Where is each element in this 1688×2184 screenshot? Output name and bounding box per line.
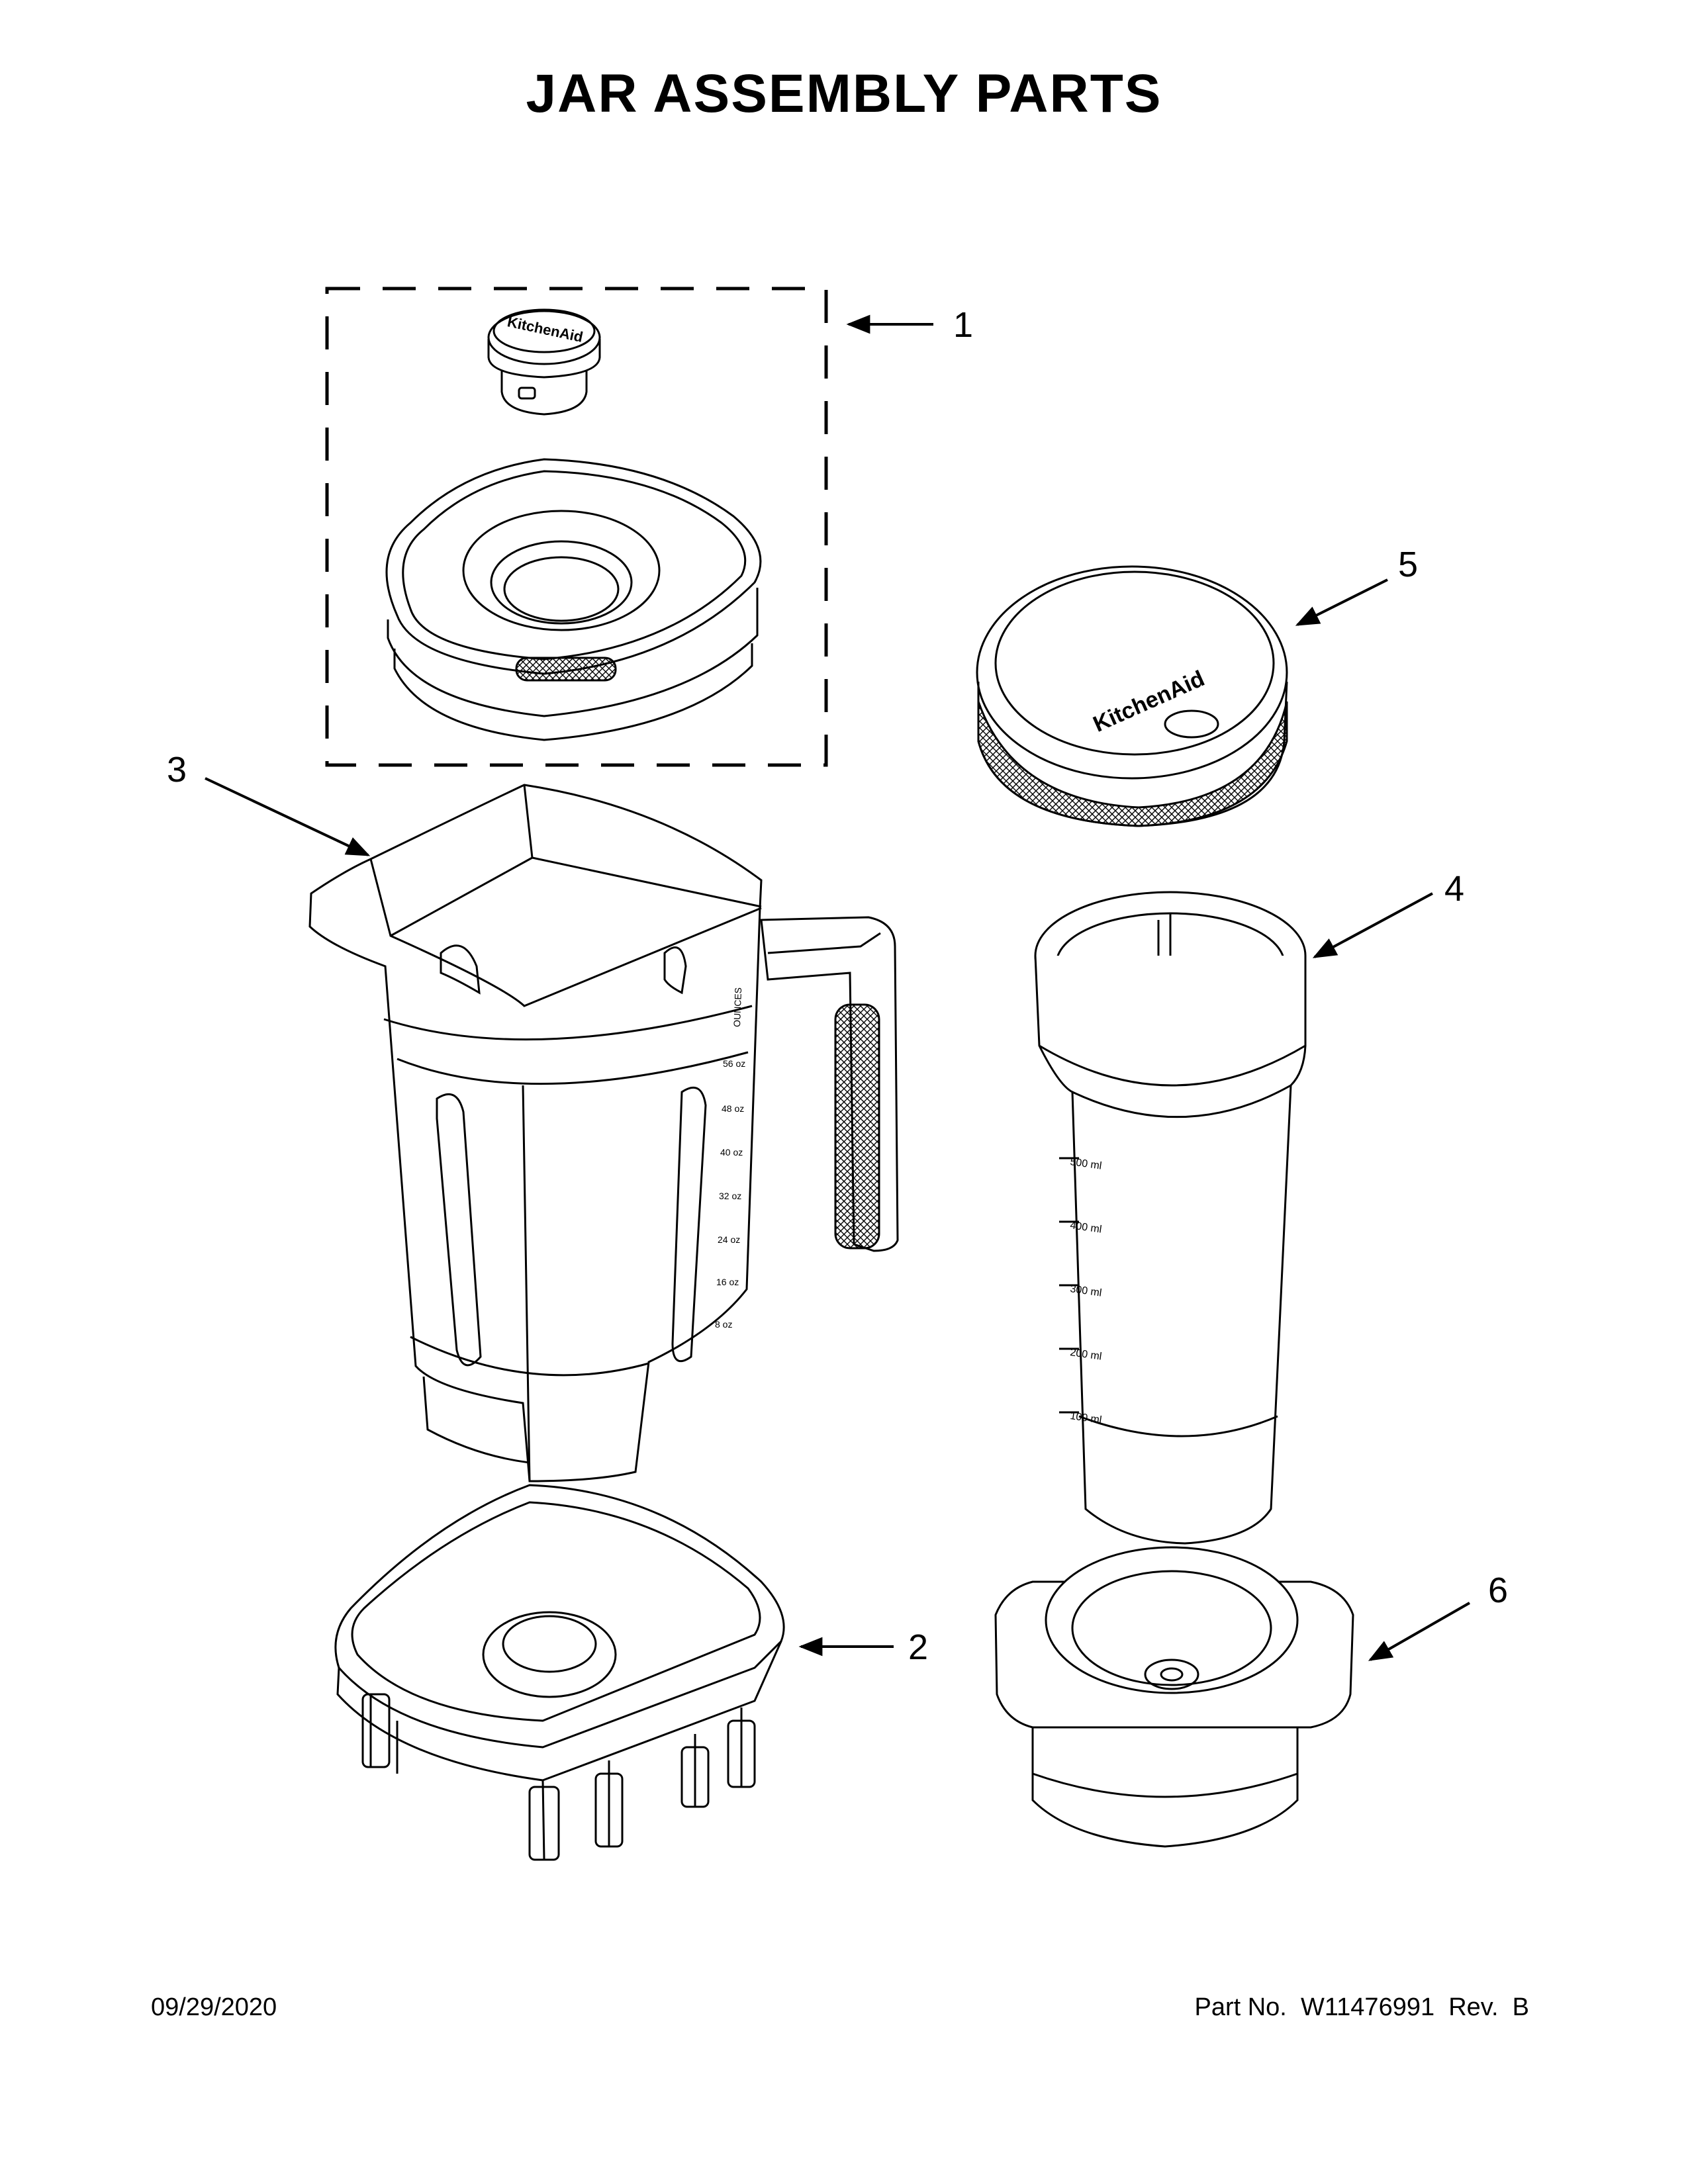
personal-cup-lid: KitchenAid xyxy=(976,565,1288,827)
leader-3 xyxy=(205,777,371,856)
svg-text:48 oz: 48 oz xyxy=(722,1103,744,1114)
leader-5 xyxy=(1295,578,1388,626)
jar-base xyxy=(334,1484,785,1861)
callout-5: 5 xyxy=(1398,545,1419,584)
svg-text:40 oz: 40 oz xyxy=(720,1147,743,1158)
lid xyxy=(385,458,762,741)
cup-markings: 500 ml 400 ml 300 ml 200 ml 100 ml xyxy=(1069,1156,1102,1426)
callout-6: 6 xyxy=(1488,1570,1509,1610)
callout-4: 4 xyxy=(1444,869,1465,909)
svg-text:400 ml: 400 ml xyxy=(1069,1220,1102,1236)
personal-cup-base xyxy=(994,1546,1354,1848)
footer-part-number: Part No. W11476991 Rev. B xyxy=(1194,1993,1529,2021)
footer-date: 09/29/2020 xyxy=(151,1993,277,2021)
callout-leaders xyxy=(205,314,1470,1661)
svg-text:16 oz: 16 oz xyxy=(716,1277,739,1287)
blender-jar: OUNCES 56 oz 48 oz 40 oz 32 oz 24 oz 16 … xyxy=(308,784,899,1482)
svg-text:500 ml: 500 ml xyxy=(1069,1156,1102,1172)
svg-text:24 oz: 24 oz xyxy=(718,1234,740,1245)
lid-grip xyxy=(515,657,617,682)
jar-handle-grip xyxy=(834,1003,880,1250)
callout-1: 1 xyxy=(953,305,974,345)
svg-text:56 oz: 56 oz xyxy=(723,1058,745,1069)
svg-text:300 ml: 300 ml xyxy=(1069,1283,1102,1299)
callout-3: 3 xyxy=(167,750,187,790)
svg-text:32 oz: 32 oz xyxy=(719,1191,741,1201)
lid-assembly: KitchenAid xyxy=(325,287,828,767)
leader-6 xyxy=(1368,1602,1470,1661)
leader-4 xyxy=(1312,892,1433,958)
callout-2: 2 xyxy=(908,1627,929,1667)
svg-text:100 ml: 100 ml xyxy=(1069,1410,1102,1426)
jar-markings: OUNCES 56 oz 48 oz 40 oz 32 oz 24 oz 16 … xyxy=(715,987,745,1330)
svg-text:200 ml: 200 ml xyxy=(1069,1347,1102,1363)
personal-cup: 500 ml 400 ml 300 ml 200 ml 100 ml xyxy=(1034,891,1307,1545)
lid-cap: KitchenAid xyxy=(487,308,601,416)
page-title: JAR ASSEMBLY PARTS xyxy=(526,64,1162,124)
lid-group-dashed-box xyxy=(325,287,828,767)
svg-text:8 oz: 8 oz xyxy=(715,1319,732,1330)
svg-text:OUNCES: OUNCES xyxy=(731,987,743,1027)
